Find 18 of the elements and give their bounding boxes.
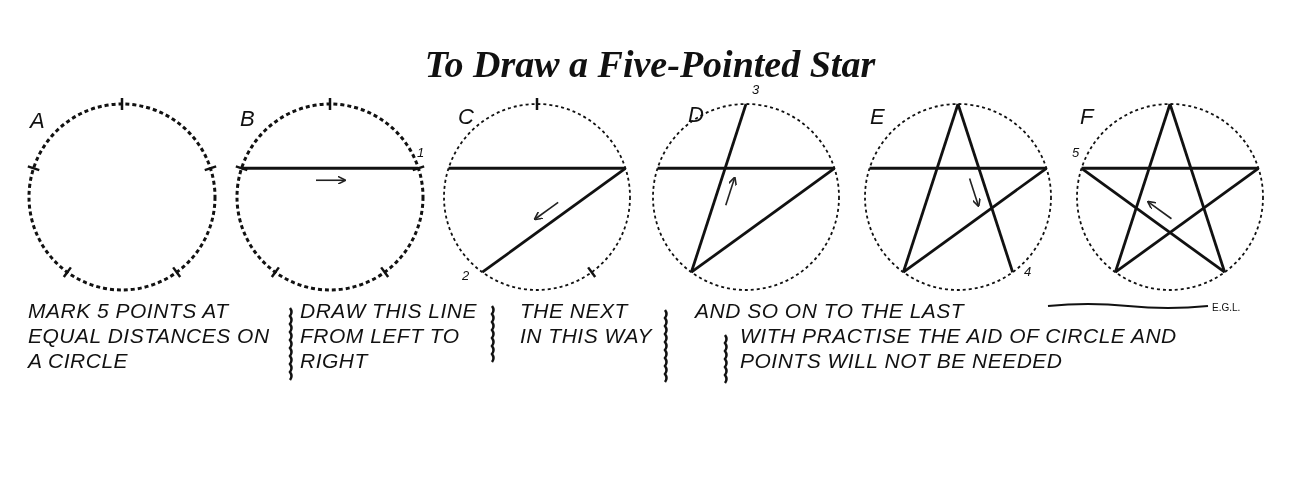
point-number: 1 [417,145,425,160]
title: To Draw a Five-Pointed Star [423,42,877,85]
panel-letter: C [458,104,474,130]
signature: E.G.L. [1212,302,1241,313]
instruction-text: THE NEXT IN THIS WAY [520,298,654,348]
panel-letter: E [870,104,885,130]
point-number: 5 [1072,145,1080,160]
panel-letter: A [30,108,45,134]
instruction-text: MARK 5 POINTS AT EQUAL DISTANCES ON A CIRCLE [28,298,271,373]
instruction-text: AND SO ON TO THE LAST [695,298,966,323]
instruction-text: WITH PRACTISE THE AID OF CIRCLE AND POINTS WILL NOT BE NEEDED [740,323,1178,373]
panel-letter: B [240,106,255,132]
point-number: 4 [1024,264,1032,279]
instruction-text: DRAW THIS LINE FROM LEFT TO RIGHT [300,298,478,373]
point-number: 2 [462,268,470,283]
point-number: 3 [752,82,760,97]
panel-letter: D [688,102,704,128]
panel-letter: F [1080,104,1094,130]
